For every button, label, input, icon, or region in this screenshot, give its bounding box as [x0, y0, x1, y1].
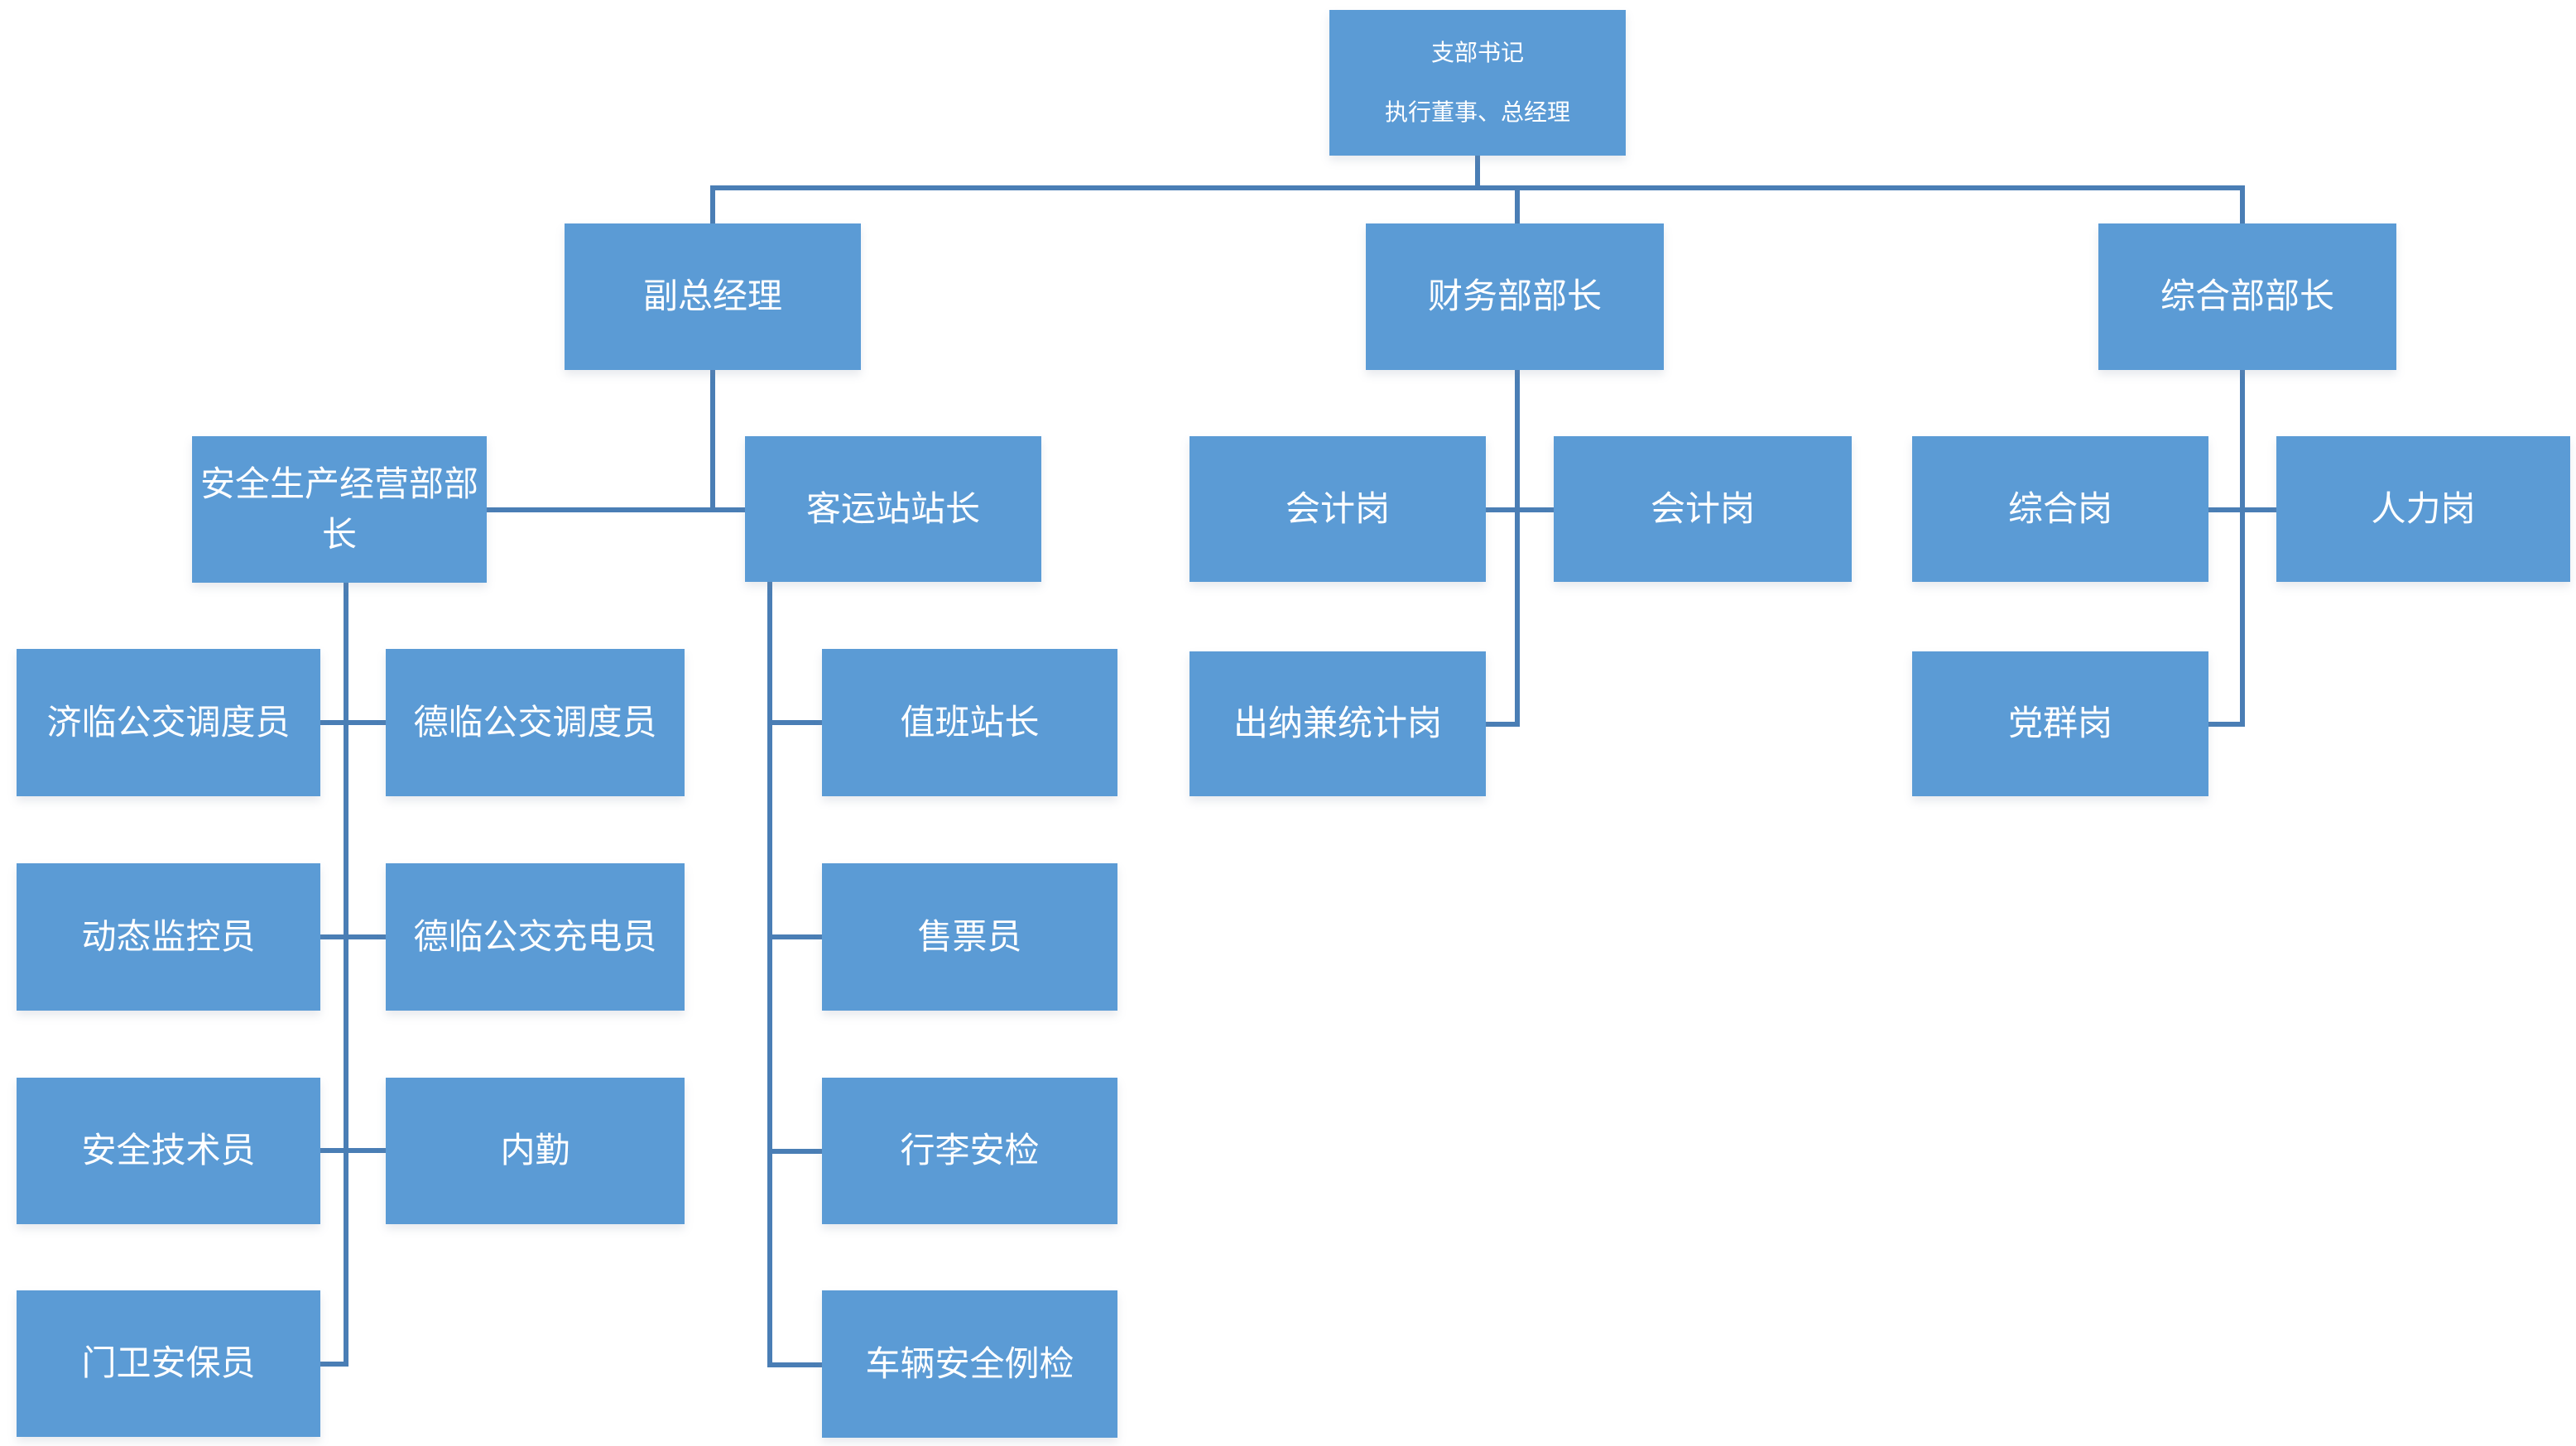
- connector-line: [710, 370, 715, 512]
- org-node-safety-production-dept-chief: 安全生产经营部部长: [192, 436, 487, 583]
- org-node-luggage-security-check: 行李安检: [822, 1078, 1117, 1224]
- org-node-jilin-bus-dispatcher: 济临公交调度员: [17, 649, 320, 796]
- org-node-party-mass-post: 党群岗: [1912, 651, 2208, 796]
- connector-line: [767, 1362, 822, 1367]
- org-node-dynamic-monitor: 动态监控员: [17, 863, 320, 1011]
- org-node-ticket-seller: 售票员: [822, 863, 1117, 1011]
- org-node-passenger-station-master: 客运站站长: [745, 436, 1041, 582]
- connector-line: [1475, 156, 1480, 190]
- connector-line: [2208, 722, 2245, 727]
- org-node-accounting-post-1: 会计岗: [1189, 436, 1486, 582]
- org-node-cashier-statistics-post: 出纳兼统计岗: [1189, 651, 1486, 796]
- org-node-delin-bus-dispatcher: 德临公交调度员: [386, 649, 685, 796]
- connector-line: [320, 934, 386, 939]
- org-node-general-dept-chief: 综合部部长: [2098, 223, 2396, 370]
- org-node-gate-security-guard: 门卫安保员: [17, 1290, 320, 1437]
- connector-line: [767, 1149, 822, 1154]
- connector-line: [344, 582, 348, 1367]
- connector-line: [320, 1362, 348, 1367]
- org-node-general-affairs-post: 综合岗: [1912, 436, 2208, 582]
- connector-line: [1486, 722, 1520, 727]
- connector-line: [2240, 185, 2245, 223]
- org-node-deputy-general-manager: 副总经理: [565, 223, 861, 370]
- connector-line: [767, 582, 772, 1367]
- org-node-safety-technician: 安全技术员: [17, 1078, 320, 1224]
- org-node-duty-station-master: 值班站长: [822, 649, 1117, 796]
- connector-line: [2240, 370, 2245, 727]
- connector-line: [2208, 507, 2276, 512]
- connector-line: [487, 507, 745, 512]
- connector-line: [320, 1148, 386, 1153]
- connector-line: [710, 185, 715, 223]
- org-node-office-clerk: 内勤: [386, 1078, 685, 1224]
- org-node-vehicle-safety-inspection: 车辆安全例检: [822, 1290, 1117, 1438]
- connector-line: [767, 934, 822, 939]
- connector-line: [1515, 370, 1520, 727]
- org-node-delin-bus-charger: 德临公交充电员: [386, 863, 685, 1011]
- org-node-human-resources-post: 人力岗: [2276, 436, 2570, 582]
- connector-line: [767, 720, 822, 725]
- connector-line: [1515, 185, 1520, 223]
- connector-line: [320, 720, 386, 725]
- org-node-accounting-post-2: 会计岗: [1554, 436, 1852, 582]
- org-node-finance-dept-chief: 财务部部长: [1366, 223, 1664, 370]
- org-node-branch-secretary-gm: 支部书记 执行董事、总经理: [1329, 10, 1626, 156]
- connector-line: [1486, 507, 1554, 512]
- connector-line: [710, 185, 2245, 190]
